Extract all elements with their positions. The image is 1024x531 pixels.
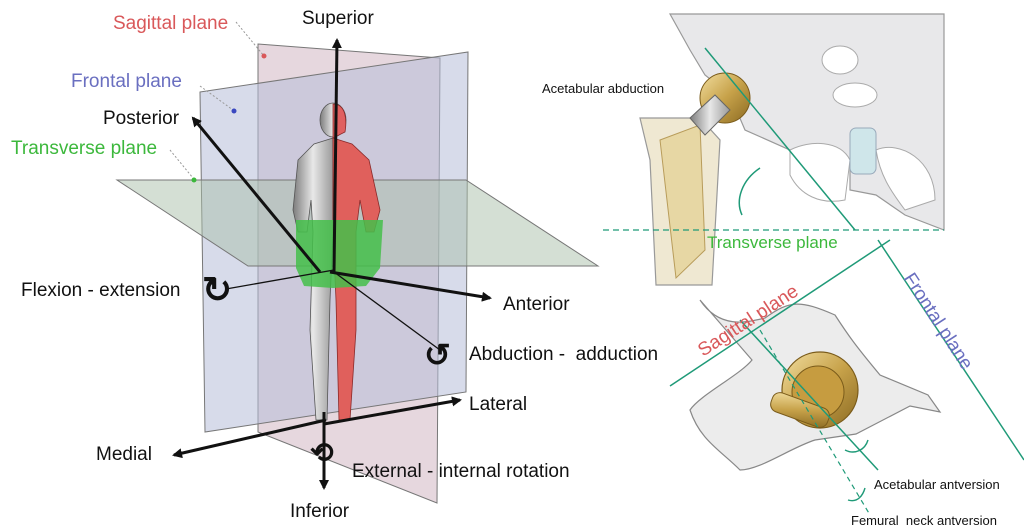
hip-axial-view: Sagittal plane Frontal plane Acetabular … xyxy=(670,240,1024,528)
acetabular-antversion-label: Acetabular antversion xyxy=(874,477,1000,492)
axial-rotation-icon: ⟲ xyxy=(310,437,334,468)
medial-label: Medial xyxy=(96,444,152,465)
flexion-extension-label: Flexion - extension xyxy=(21,280,180,301)
transverse-plane-label: Transverse plane xyxy=(11,138,157,159)
femoral-neck-antversion-label: Femural neck antversion xyxy=(851,513,997,528)
acetabular-abduction-label: Acetabular abduction xyxy=(542,81,664,96)
inferior-label: Inferior xyxy=(290,501,350,522)
posterior-label: Posterior xyxy=(103,108,180,129)
abduction-rotation-icon: ↺ xyxy=(424,337,451,373)
lateral-label: Lateral xyxy=(469,394,527,415)
abduction-adduction-label: Abduction - adduction xyxy=(469,344,658,365)
flexion-rotation-icon: ↻ xyxy=(202,269,232,310)
anterior-label: Anterior xyxy=(503,294,570,315)
external-internal-rotation-label: External - internal rotation xyxy=(352,461,570,482)
sagittal-plane-label: Sagittal plane xyxy=(113,13,228,34)
frontal-plane-label: Frontal plane xyxy=(71,71,182,92)
transverse-plane-label-hip: Transverse plane xyxy=(707,233,838,252)
superior-label: Superior xyxy=(302,8,374,29)
frontal-plane-label-hip: Frontal plane xyxy=(899,269,977,373)
